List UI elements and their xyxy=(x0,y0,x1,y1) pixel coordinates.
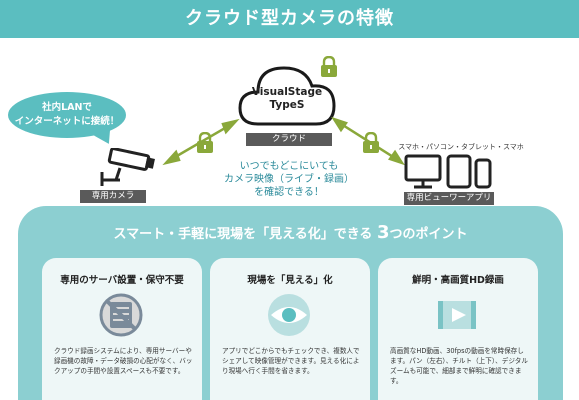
center-note-line-2: カメラ映像（ライブ・録画） xyxy=(224,174,354,185)
cloud-name-line-2: TypeS xyxy=(269,99,305,111)
point-card-visibility: 現場を「見える」化 アプリでどこからでもチェックでき、複数人でシェアして映像管理… xyxy=(210,258,370,400)
card-description: クラウド録画システムにより、専用サーバーや録画機の故障・データ破損の心配がなく、… xyxy=(54,347,193,375)
center-note: いつでもどこにいても カメラ映像（ライブ・録画） を確認できる！ xyxy=(200,160,378,199)
cloud-name-line-1: VisualStage xyxy=(251,86,323,98)
points-panel-title: スマート・手軽に現場を「見える化」できる 3つのポイント xyxy=(18,222,563,243)
panel-title-before: スマート・手軽に現場を「見える化」できる xyxy=(113,227,377,242)
cloud-tag: クラウド xyxy=(246,133,332,146)
speech-bubble: 社内LANで インターネットに接続！ xyxy=(8,92,126,138)
point-card-server: 専用のサーバ設置・保守不要 クラウド録画システムにより、専用サーバーや録画機の故… xyxy=(42,258,202,400)
card-title: 専用のサーバ設置・保守不要 xyxy=(60,275,184,286)
center-note-line-1: いつでもどこにいても xyxy=(239,161,339,172)
panel-title-after: つのポイント xyxy=(389,227,468,242)
video-icon xyxy=(438,301,476,329)
card-title: 現場を「見える」化 xyxy=(247,275,333,286)
lock-icon xyxy=(321,56,337,77)
no-server-icon xyxy=(99,293,143,337)
devices-icon xyxy=(404,154,492,189)
security-camera-icon xyxy=(100,148,155,186)
lock-icon xyxy=(363,132,379,153)
center-note-line-3: を確認できる！ xyxy=(254,187,324,198)
point-card-hd: 鮮明・高画質HD録画 高画質なHD動画、30fpsの動画を常時保存します。パン（… xyxy=(378,258,538,400)
devices-note: スマホ・パソコン・タブレット・スマホ xyxy=(398,143,524,151)
devices-tag: 専用ビューワーアプリ xyxy=(404,192,494,205)
panel-title-number: 3 xyxy=(376,222,390,243)
cloud-label: VisualStage TypeS xyxy=(236,86,338,112)
card-description: 高画質なHD動画、30fpsの動画を常時保存します。パン（左右）、チルト（上下）… xyxy=(390,347,528,385)
bubble-line-1: 社内LANで xyxy=(42,102,92,113)
card-title: 鮮明・高画質HD録画 xyxy=(412,275,504,286)
card-description: アプリでどこからでもチェックでき、複数人でシェアして映像管理ができます。見える化… xyxy=(222,347,360,375)
cloud-icon xyxy=(238,66,336,126)
lock-icon xyxy=(197,132,213,153)
eye-icon xyxy=(268,294,310,336)
monitor-icon xyxy=(404,154,442,189)
tablet-icon xyxy=(446,154,472,189)
smartphone-icon xyxy=(474,158,492,189)
camera-tag: 専用カメラ xyxy=(80,190,146,203)
page-title: クラウド型カメラの特徴 xyxy=(0,0,579,38)
bubble-line-2: インターネットに接続！ xyxy=(14,116,120,127)
